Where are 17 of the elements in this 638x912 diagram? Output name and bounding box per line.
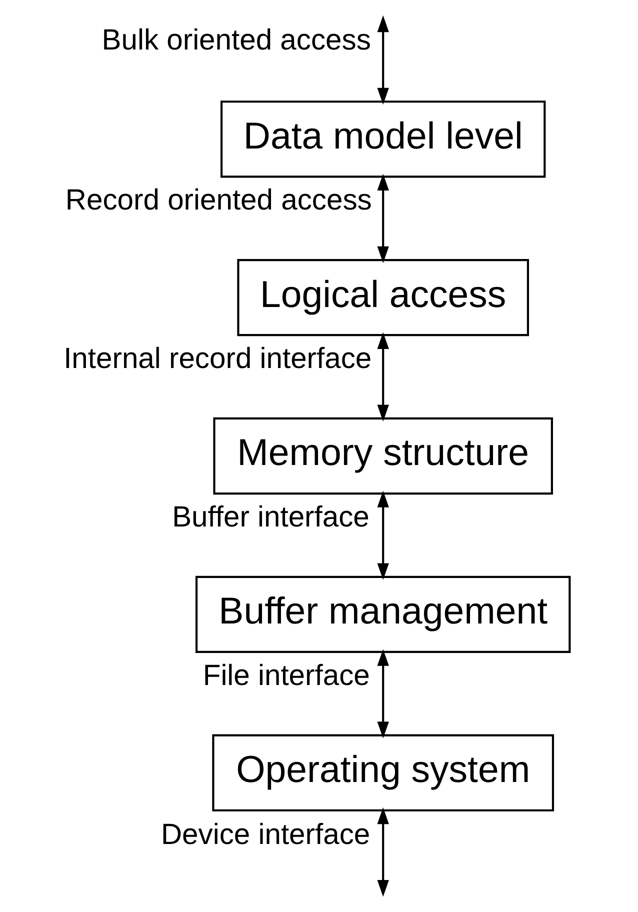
node-box: Operating system	[212, 734, 554, 812]
node-box: Memory structure	[213, 417, 553, 495]
edge-label: File interface	[202, 660, 370, 692]
arrow	[377, 174, 389, 264]
edge-label: Bulk oriented access	[102, 24, 371, 56]
edge-label: Buffer interface	[172, 502, 370, 534]
node-box: Logical access	[237, 259, 530, 336]
edge-label: Device interface	[160, 819, 370, 852]
arrow	[377, 490, 389, 580]
node-box: Data model level	[220, 100, 546, 178]
arrow	[377, 15, 389, 105]
edge-label: Record oriented access	[65, 184, 372, 217]
arrow	[377, 332, 389, 422]
node-box: Buffer management	[196, 576, 571, 653]
arrow	[377, 649, 389, 738]
arrow	[377, 807, 389, 897]
edge-label: Internal record interface	[64, 343, 372, 376]
